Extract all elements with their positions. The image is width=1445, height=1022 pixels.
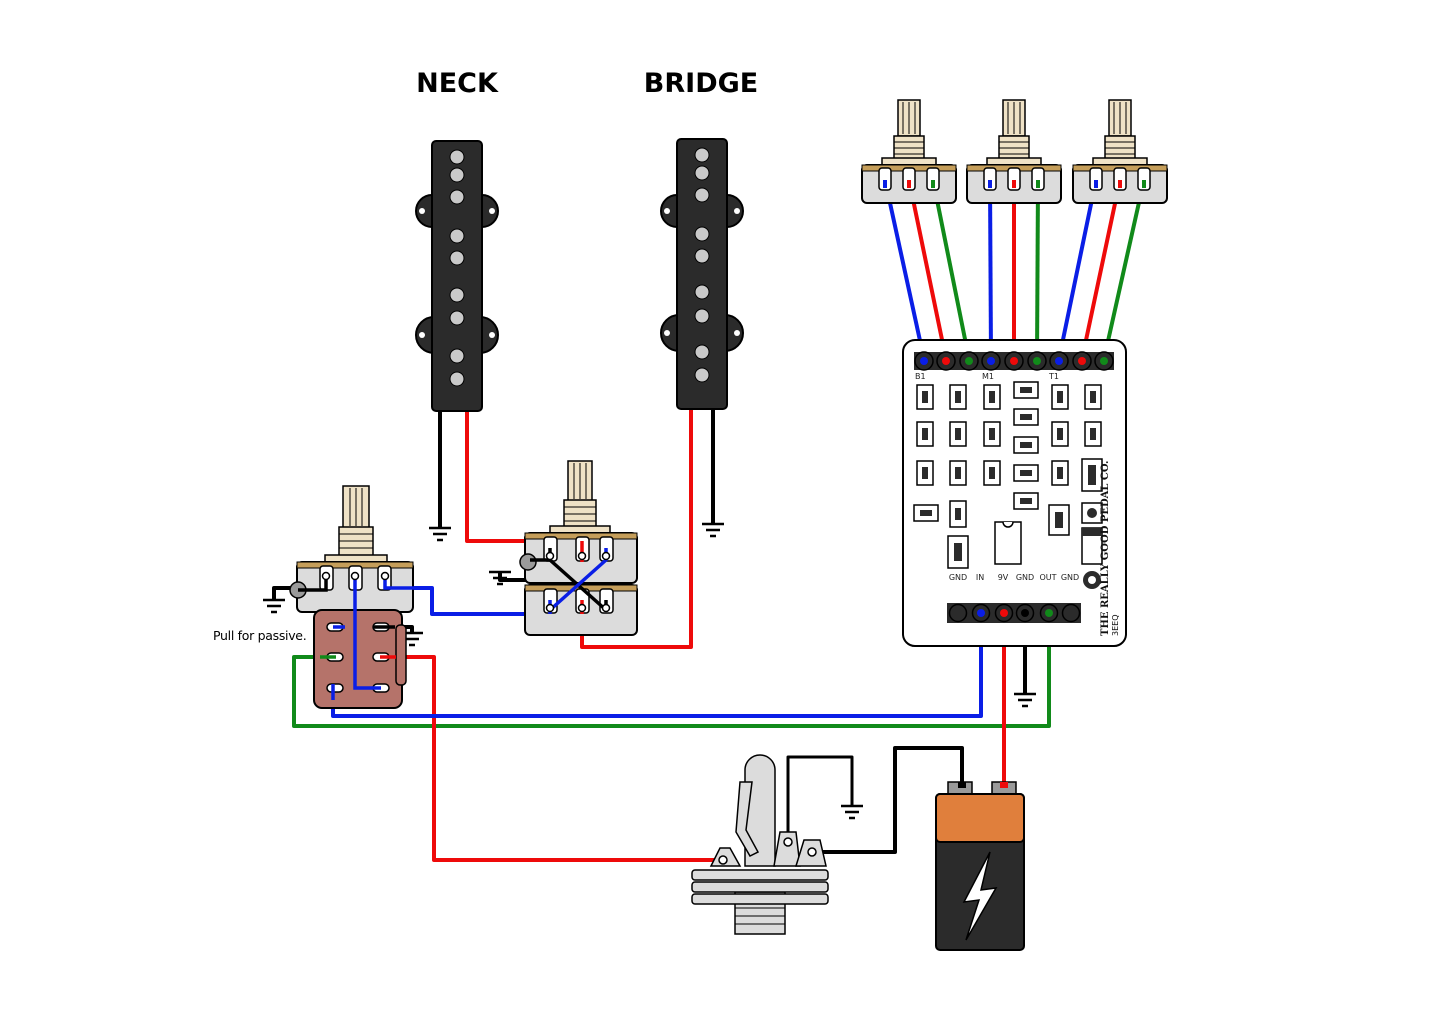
pot-wires-t1 bbox=[1057, 179, 1146, 360]
board-model: 3EEQ bbox=[1111, 615, 1120, 637]
ground-symbol-icon bbox=[1014, 692, 1036, 708]
pin-label-in: IN bbox=[976, 573, 984, 582]
lightning-bolt-icon bbox=[962, 851, 998, 941]
board-brand: THE REALLY GOOD PEDAL CO. bbox=[1100, 461, 1111, 637]
board-component-marks bbox=[920, 387, 1102, 589]
pin-label-gnd-3: GND bbox=[1061, 573, 1079, 582]
preamp-board: B1 M1 T1 bbox=[902, 339, 1127, 647]
volume-pot-push-pull[interactable] bbox=[289, 485, 414, 709]
ground-symbol-icon bbox=[429, 526, 451, 542]
ground-symbol-icon bbox=[702, 522, 724, 538]
neck-label: NECK bbox=[416, 68, 499, 99]
ground-symbol-icon bbox=[841, 804, 863, 820]
ground-symbol-icon bbox=[489, 570, 511, 586]
pin-label-gnd-2: GND bbox=[1016, 573, 1034, 582]
pin-label-gnd-1: GND bbox=[949, 573, 967, 582]
pot-wires-b1 bbox=[883, 179, 971, 360]
pin-label-out: OUT bbox=[1039, 573, 1056, 582]
pot-wires-m1 bbox=[988, 179, 1040, 360]
pin-label-9v: 9V bbox=[998, 573, 1009, 582]
board-label-b1: B1 bbox=[915, 372, 926, 381]
ground-symbol-icon bbox=[263, 598, 285, 614]
bridge-pickup bbox=[660, 138, 744, 410]
board-label-t1: T1 bbox=[1048, 372, 1059, 381]
board-label-m1: M1 bbox=[982, 372, 994, 381]
pull-for-passive-note: Pull for passive. bbox=[213, 628, 306, 643]
output-jack[interactable] bbox=[691, 754, 829, 935]
bridge-label: BRIDGE bbox=[644, 68, 758, 99]
neck-pickup bbox=[415, 140, 499, 412]
battery-9v bbox=[935, 781, 1025, 951]
